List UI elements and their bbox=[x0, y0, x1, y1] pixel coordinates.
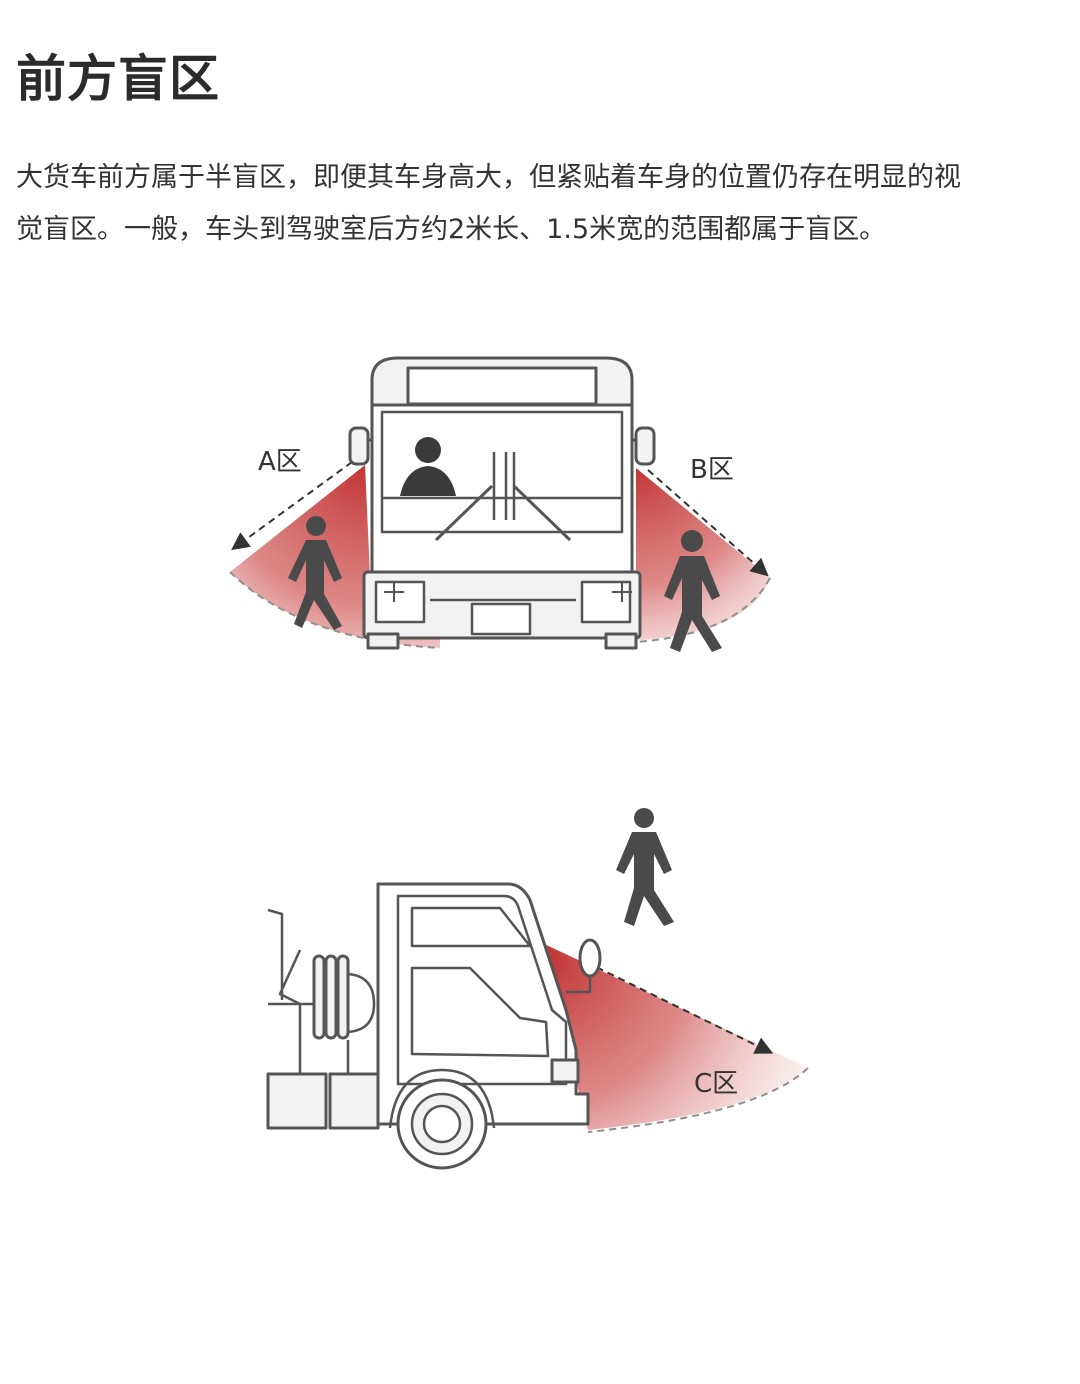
front-view-illustration bbox=[229, 356, 771, 650]
zone-c-area bbox=[540, 942, 808, 1130]
truck-side bbox=[266, 882, 602, 1170]
pedestrian-icon-side bbox=[616, 808, 674, 926]
description-paragraph: 大货车前方属于半盲区，即便其车身高大，但紧贴着车身的位置仍存在明显的视 觉盲区。… bbox=[16, 152, 1076, 256]
zone-c-outline bbox=[587, 1067, 809, 1133]
pedestrian-icon-right bbox=[664, 530, 722, 652]
zone-a-arrow bbox=[231, 461, 353, 551]
pedestrian-icon-left bbox=[288, 516, 342, 630]
zone-a-outline bbox=[229, 571, 441, 649]
zone-c-label: C区 bbox=[694, 1069, 738, 1099]
zone-b-area bbox=[636, 468, 770, 640]
blind-spot-diagram: A区 B区 bbox=[229, 356, 809, 1170]
bus-front bbox=[348, 356, 656, 650]
driver-icon bbox=[400, 437, 456, 496]
zone-a-area bbox=[230, 465, 440, 648]
side-view-illustration bbox=[266, 882, 809, 1170]
zone-b-arrow bbox=[647, 469, 769, 577]
zone-b-outline bbox=[635, 577, 771, 643]
zone-c-arrow bbox=[585, 961, 774, 1054]
page-title: 前方盲区 bbox=[16, 50, 220, 108]
paragraph-line-2: 觉盲区。一般，车头到驾驶室后方约2米长、1.5米宽的范围都属于盲区。 bbox=[16, 214, 887, 245]
paragraph-line-1: 大货车前方属于半盲区，即便其车身高大，但紧贴着车身的位置仍存在明显的视 bbox=[16, 162, 961, 193]
zone-a-label: A区 bbox=[258, 447, 302, 477]
zone-b-label: B区 bbox=[690, 455, 734, 485]
